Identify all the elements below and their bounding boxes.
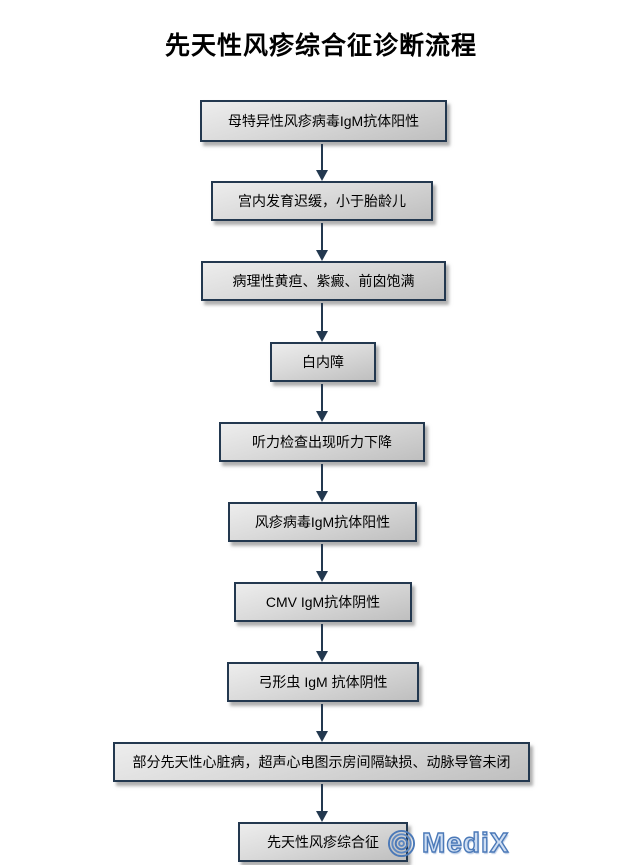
copyright-rings-icon bbox=[387, 829, 416, 857]
flow-node-label: 弓形虫 IgM 抗体阴性 bbox=[258, 673, 388, 690]
flow-node-rubella-igm-positive: 风疹病毒IgM抗体阳性 bbox=[228, 502, 417, 542]
flow-node-label: 白内障 bbox=[302, 353, 344, 370]
flow-node-iugr-sga: 宫内发育迟缓，小于胎龄儿 bbox=[211, 181, 433, 221]
watermark: MediX bbox=[387, 826, 510, 859]
flow-node-cataract: 白内障 bbox=[270, 342, 376, 382]
flow-arrow bbox=[321, 144, 323, 170]
flow-arrow bbox=[321, 704, 323, 731]
flow-node-label: 听力检查出现听力下降 bbox=[252, 433, 392, 450]
flow-node-diagnosis-crs: 先天性风疹综合征 bbox=[238, 822, 408, 862]
flow-node-label: 先天性风疹综合征 bbox=[267, 833, 379, 850]
flow-node-toxoplasma-igm-negative: 弓形虫 IgM 抗体阴性 bbox=[227, 662, 419, 702]
flow-node-hearing-loss: 听力检查出现听力下降 bbox=[219, 422, 425, 462]
flow-arrow bbox=[321, 464, 323, 491]
flow-arrow bbox=[321, 784, 323, 811]
flow-node-jaundice-purpura: 病理性黄疸、紫癜、前囟饱满 bbox=[201, 261, 446, 301]
page-title: 先天性风疹综合征诊断流程 bbox=[164, 32, 477, 60]
flow-node-label: 风疹病毒IgM抗体阳性 bbox=[254, 513, 391, 530]
flow-node-maternal-igm-positive: 母特异性风疹病毒IgM抗体阳性 bbox=[200, 100, 447, 142]
flow-node-label: 宫内发育迟缓，小于胎龄儿 bbox=[238, 192, 406, 209]
flow-arrow bbox=[321, 544, 323, 571]
flow-node-label: 病理性黄疸、紫癜、前囟饱满 bbox=[232, 272, 415, 289]
flow-node-label: CMV IgM抗体阴性 bbox=[265, 593, 381, 610]
flow-node-label: 部分先天性心脏病，超声心电图示房间隔缺损、动脉导管未闭 bbox=[132, 753, 511, 770]
flow-node-label: 母特异性风疹病毒IgM抗体阳性 bbox=[227, 112, 420, 129]
flow-node-cmv-igm-negative: CMV IgM抗体阴性 bbox=[234, 582, 412, 622]
flow-arrow bbox=[321, 384, 323, 411]
flow-arrow bbox=[321, 303, 323, 331]
flow-arrow bbox=[321, 223, 323, 250]
flow-arrow bbox=[321, 624, 323, 651]
flow-node-congenital-heart-disease: 部分先天性心脏病，超声心电图示房间隔缺损、动脉导管未闭 bbox=[113, 742, 530, 782]
watermark-text: MediX bbox=[421, 826, 510, 858]
